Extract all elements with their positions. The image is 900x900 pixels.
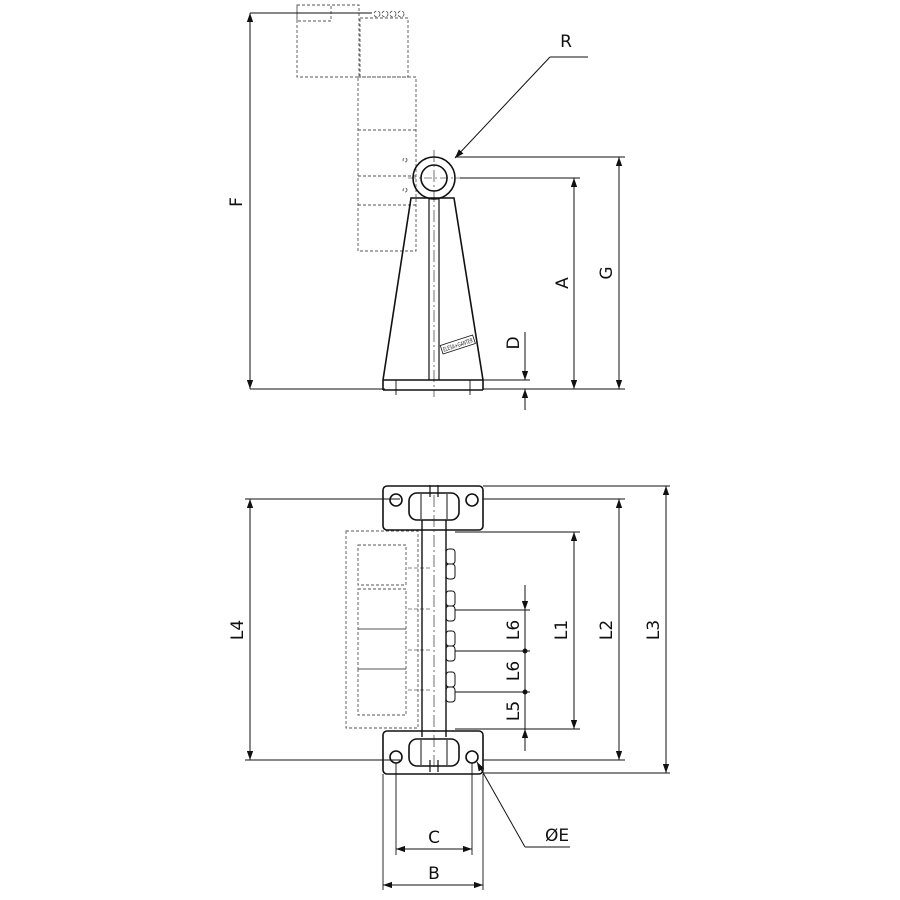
- plan-extension-lines: [245, 485, 670, 890]
- top-bracket: [382, 485, 484, 531]
- side-view: ELESA+GANTER: [246, 4, 625, 410]
- brand-logo: ELESA+GANTER: [439, 334, 476, 355]
- label-L6-bottom: L6: [504, 661, 524, 681]
- mounting-hole-E: [465, 750, 479, 764]
- extension-lines: [250, 12, 625, 390]
- label-D: D: [504, 336, 524, 349]
- label-L4: L4: [228, 620, 248, 640]
- shaft: [421, 495, 447, 770]
- leader-E: [476, 761, 570, 848]
- bottom-bracket: [382, 730, 484, 775]
- label-R: R: [560, 32, 572, 52]
- label-E: ØE: [545, 826, 569, 846]
- leader-R: [454, 56, 588, 159]
- label-L2: L2: [597, 620, 617, 640]
- label-C: C: [428, 828, 440, 848]
- label-F: F: [227, 197, 247, 207]
- dim-line-L6-L5: [521, 585, 529, 751]
- handle-phantom: [296, 4, 417, 252]
- roller-discs: [408, 548, 456, 703]
- label-B: B: [428, 864, 440, 884]
- label-L3: L3: [644, 620, 664, 640]
- plan-view: [245, 485, 670, 890]
- label-L1: L1: [552, 620, 572, 640]
- label-L5: L5: [504, 701, 524, 721]
- label-A: A: [553, 277, 573, 289]
- plan-handle-phantom: [345, 530, 419, 729]
- label-G: G: [597, 266, 617, 279]
- bracket-body: [382, 150, 484, 397]
- label-L6-top: L6: [504, 620, 524, 640]
